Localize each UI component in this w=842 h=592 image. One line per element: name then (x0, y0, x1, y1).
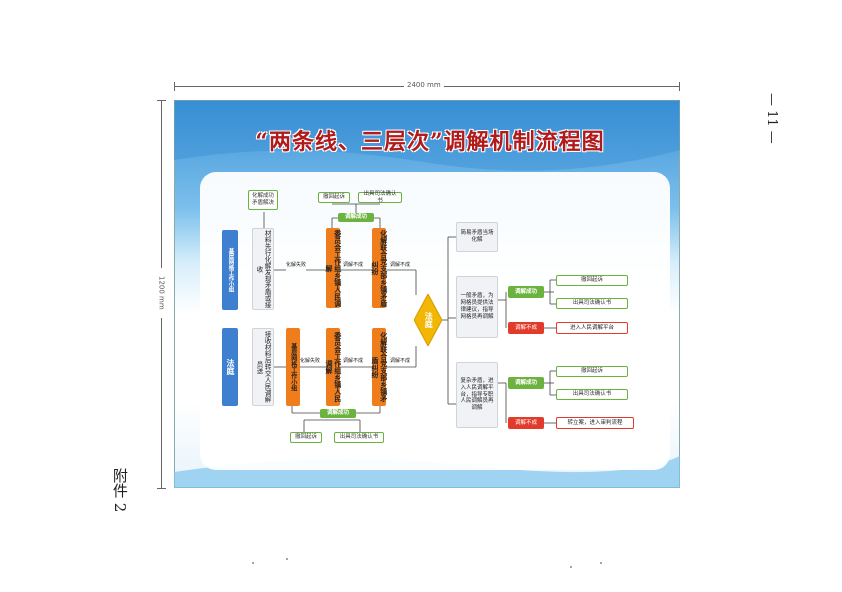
to-trial-box: 转立案，进入审判流程 (556, 417, 634, 429)
complex-withdraw-box: 撤回起诉 (556, 366, 628, 377)
attachment-label: 附件 2 (110, 467, 129, 513)
top-success-badge: 调解成功 (338, 213, 374, 222)
bottom-withdraw-box: 撤回起诉 (290, 432, 322, 443)
bottom-success-badge: 调解成功 (320, 409, 356, 418)
court-diamond (413, 292, 443, 348)
court-diamond-label: 法庭 (424, 312, 434, 328)
not-success-label-4: 调解不成 (390, 358, 411, 364)
scan-speck (252, 562, 254, 564)
width-dimension-label: 2400 mm (404, 81, 444, 89)
general-fail-badge: 调解不成 (508, 322, 544, 334)
scan-speck (286, 558, 288, 560)
general-withdraw-box: 撤回起诉 (556, 275, 628, 286)
fail-label-bottom: 化解失败 (300, 358, 321, 364)
not-success-label-3: 调解不成 (343, 358, 364, 364)
height-dim-tick-bottom (157, 488, 166, 489)
top-joint-box: 化解联合党支部乡镇矛盾纠纷 (371, 228, 388, 308)
bottom-confirm-box: 出具司法确认书 (334, 432, 384, 443)
page-number: — 11 — (763, 92, 779, 144)
scan-speck (570, 566, 572, 568)
bottom-committee-box: 委员会工作组乡镇人民调解 (325, 328, 342, 406)
height-dimension-label: 1200 mm (154, 268, 168, 318)
top-material-box: 材料先行化解发现矛盾或接收 (252, 228, 274, 310)
enter-platform-box: 进入人民调解平台 (556, 322, 628, 334)
top-confirm-box: 出具司法确认书 (358, 191, 402, 204)
complex-confirm-box: 出具司法确认书 (556, 389, 628, 400)
poster-title: “两条线、三层次”调解机制流程图 (255, 129, 605, 155)
not-success-label-2: 调解不成 (390, 262, 411, 268)
top-committee-box: 委员会工作组乡镇人民调解 (325, 228, 342, 308)
scan-speck (600, 562, 602, 564)
bottom-material-box: 接收材料后转交人民调解员送 (252, 328, 274, 406)
not-success-label-1: 调解不成 (343, 262, 364, 268)
fail-label-top: 化解失败 (286, 261, 306, 268)
complex-fail-badge: 调解不成 (508, 417, 544, 429)
grid-group-label: 基层网格工作小组 (222, 230, 238, 310)
bottom-joint-box: 化解联合党支部乡镇矛盾纠纷 (371, 328, 388, 406)
height-dim-tick-top (157, 100, 166, 101)
complex-success-badge: 调解成功 (508, 377, 544, 389)
top-withdraw-box: 撤回起诉 (318, 192, 350, 203)
simple-conflict-box: 简易矛盾当场化解 (456, 222, 498, 252)
court-label: 法庭 (222, 328, 238, 406)
width-dim-tick-left (174, 82, 175, 91)
bottom-grid-box: 基层网格工作小组 (286, 328, 300, 406)
complex-conflict-box: 复杂矛盾，进入人民调解平台，指导专职人民调解员再调解 (456, 362, 498, 428)
general-conflict-box: 一般矛盾，为网格员提供法律建议，指导网格员再调解 (456, 276, 498, 338)
top-resolved-box: 化解成功矛盾解决 (248, 190, 278, 210)
general-confirm-box: 出具司法确认书 (556, 298, 628, 309)
general-success-badge: 调解成功 (508, 286, 544, 298)
width-dim-tick-right (679, 82, 680, 91)
